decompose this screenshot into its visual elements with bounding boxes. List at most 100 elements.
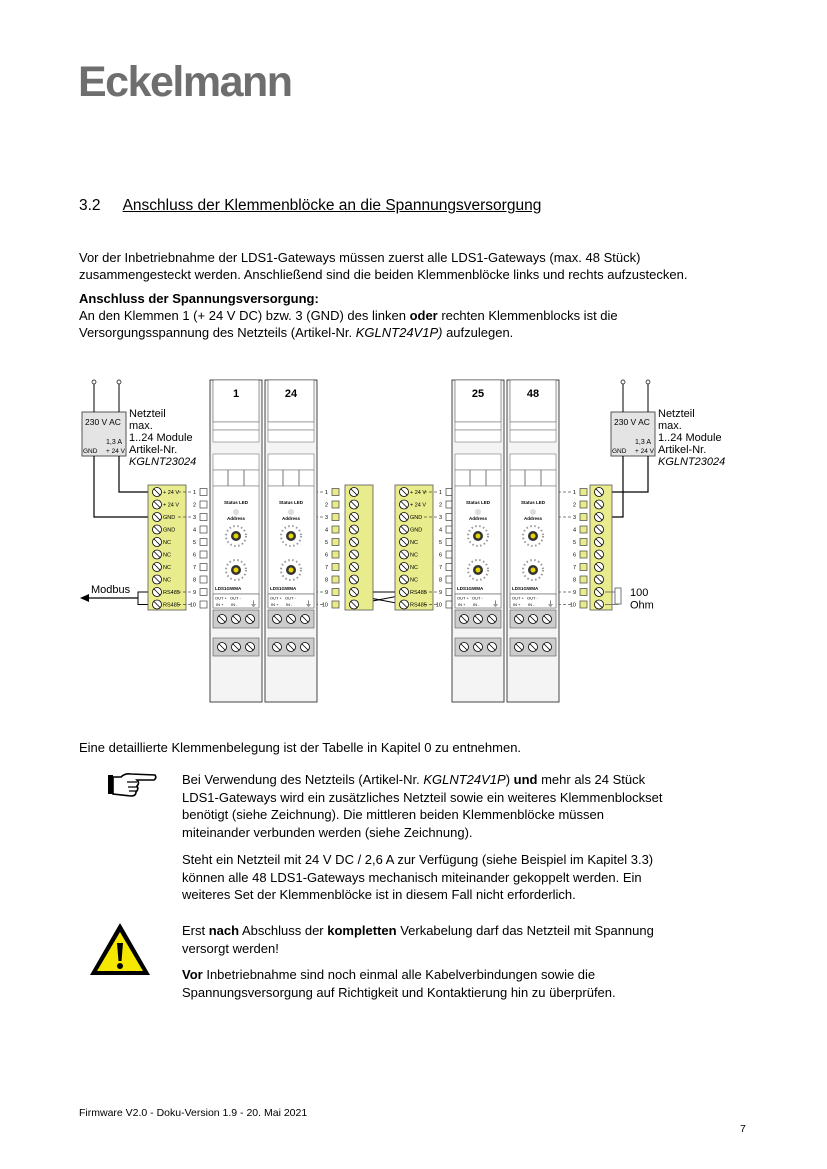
screw-slot: [400, 513, 408, 521]
pin-number: 6: [573, 553, 576, 559]
psu-ac-label: 230 V AC: [614, 417, 650, 427]
pin-number: 8: [573, 578, 576, 584]
terminal-label: NC: [410, 565, 418, 571]
warning-line: Erst nach Abschluss der kompletten Verka…: [182, 922, 742, 940]
io-label: IN -: [473, 602, 480, 607]
pin-number: 10: [322, 603, 328, 609]
intro-line: zusammengesteckt werden. Anschließend si…: [79, 267, 688, 282]
io-label: IN +: [271, 602, 279, 607]
mains-terminal: [620, 379, 626, 385]
io-label: OUT +: [512, 596, 524, 601]
module-io-labels: [454, 593, 502, 609]
terminal-label: RS485: [163, 590, 180, 596]
status-led: [233, 509, 239, 515]
screw-slot: [301, 615, 309, 623]
pin-number: 5: [193, 540, 196, 546]
io-label: IN -: [528, 602, 535, 607]
dial-scale: [467, 559, 489, 581]
module-number: 48: [527, 388, 539, 400]
screw-slot: [400, 526, 408, 533]
pin-number: 5: [439, 540, 442, 546]
connector-pin: [199, 575, 208, 584]
screw-slot: [350, 538, 358, 546]
psu-description: max.: [658, 420, 682, 432]
connector-pin: [199, 588, 208, 596]
pin-number: 3: [325, 515, 328, 521]
pin-number: 9: [573, 590, 576, 596]
screw-slot: [515, 643, 523, 651]
dial-scale: [522, 525, 544, 547]
eckelmann-logo: Eckelmann: [78, 58, 293, 106]
psu-ac-label: 230 V AC: [85, 417, 121, 427]
connector-pin: [199, 563, 208, 571]
module-slot: [267, 421, 315, 431]
module-type-label: LDS1GWMA: [512, 586, 539, 591]
section-title: Anschluss der Klemmenblöcke an die Spann…: [122, 197, 542, 214]
pin-number: 10: [436, 603, 442, 609]
terminal-label: NC: [410, 553, 418, 559]
io-label: OUT +: [457, 596, 469, 601]
psu-description: Artikel-Nr.: [129, 444, 177, 456]
screw-slot: [595, 501, 603, 508]
address-label: Address: [282, 516, 301, 521]
screw-slot: [515, 615, 523, 623]
warning-triangle-icon: [90, 923, 150, 975]
screw-slot: [218, 615, 226, 623]
module-io-labels: [212, 593, 260, 609]
text: mehr als 24 Stück: [537, 772, 646, 787]
address-label: Address: [524, 516, 543, 521]
terminal-label: NC: [163, 578, 171, 584]
supply-paragraph: Anschluss der Spannungsversorgung: An de…: [79, 290, 759, 341]
ground-icon: ⏚: [305, 600, 312, 608]
io-label: IN +: [216, 602, 224, 607]
ground-icon: ⏚: [250, 600, 257, 608]
screw-slot: [460, 643, 468, 651]
text: Bei Verwendung des Netzteils (Artikel-Nr…: [182, 772, 424, 787]
connector-pin: [199, 600, 208, 609]
io-label: OUT -: [285, 596, 296, 601]
dial-scale: [522, 559, 544, 581]
power-supply-box: [610, 411, 656, 457]
terminal-label: RS485: [163, 603, 180, 609]
dial-scale: [280, 525, 302, 547]
power-supply-box: [81, 411, 127, 457]
address-label: Address: [227, 516, 246, 521]
connector-pin: [579, 488, 588, 496]
connector-pin: [331, 600, 340, 609]
io-label: IN -: [286, 602, 293, 607]
screw-slot: [153, 501, 161, 508]
connector-pin: [331, 488, 340, 496]
module-slot: [212, 453, 260, 471]
screw-slot: [488, 615, 496, 623]
psu-description: KGLNT23024: [658, 456, 725, 468]
status-led-label: Status LED: [224, 500, 249, 505]
plus24-wire: [599, 456, 649, 493]
io-label: OUT -: [472, 596, 483, 601]
note-line: weiteres Set der Klemmenblöcke ist in di…: [182, 887, 576, 902]
module-slot: [454, 429, 502, 443]
resistor-wire: [605, 604, 619, 605]
module-number: 1: [233, 388, 239, 400]
screw-slot: [350, 576, 358, 583]
resistor-icon: [614, 587, 622, 605]
io-label: OUT -: [527, 596, 538, 601]
screw-slot: [232, 643, 240, 651]
connector-pin: [331, 538, 340, 546]
pin-number: 3: [573, 515, 576, 521]
connector-pin: [331, 588, 340, 596]
connector-pin: [199, 513, 208, 521]
screw-slot: [301, 643, 309, 651]
pin-number: 7: [325, 565, 328, 571]
screw-slot: [595, 601, 603, 608]
module-slot: [267, 453, 315, 471]
module-slot: [509, 421, 557, 431]
connector-pin: [331, 525, 340, 534]
text-bold: nach: [208, 923, 240, 938]
screw-slot: [153, 488, 161, 496]
dial-scale: [225, 559, 247, 581]
connector-pin: [579, 600, 588, 609]
screw-slot: [350, 488, 358, 496]
screw-slot: [287, 643, 295, 651]
